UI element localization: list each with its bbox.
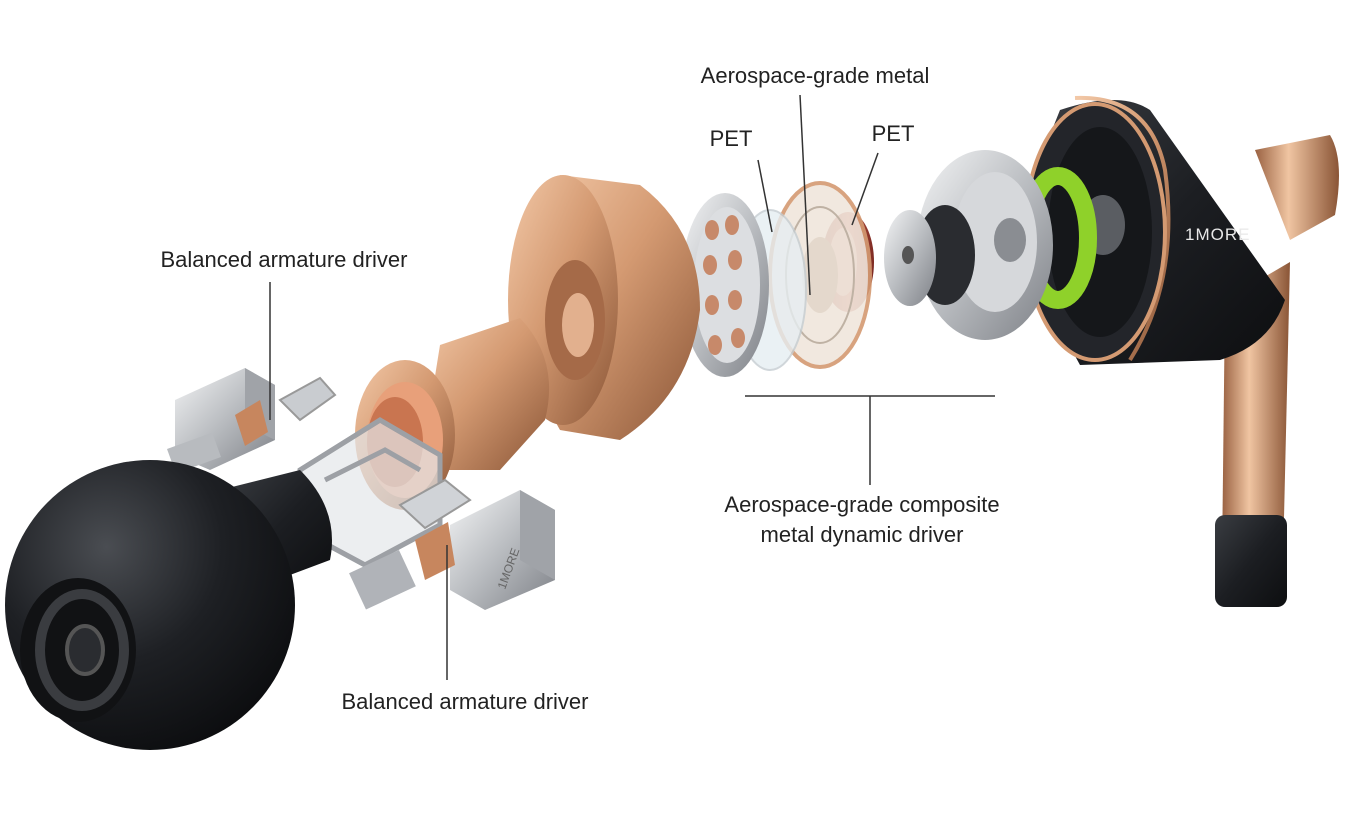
label-aerospace-metal: Aerospace-grade metal: [700, 63, 930, 88]
housing: 1MORE: [1023, 95, 1285, 365]
washer: [884, 210, 936, 306]
label-dynamic-line2: metal dynamic driver: [760, 522, 964, 547]
ear-tip: [5, 460, 332, 750]
label-dynamic-driver: Aerospace-grade composite metal dynamic …: [724, 490, 999, 550]
label-dynamic-line1: Aerospace-grade composite: [724, 492, 1000, 517]
label-pet-left: PET: [709, 126, 753, 151]
label-ba-driver-top: Balanced armature driver: [160, 247, 408, 272]
stem: [1215, 135, 1339, 607]
leader-lines: [269, 94, 995, 680]
ba-driver-top: [167, 368, 337, 474]
leader-pet-left: [757, 159, 773, 233]
leader-pet-right: [851, 152, 879, 226]
ba-driver-bottom: 1MORE: [349, 478, 555, 610]
front-plate: [681, 193, 769, 377]
label-ba-driver-bottom: Balanced armature driver: [341, 689, 589, 714]
label-pet-right: PET: [871, 121, 915, 146]
housing-logo: 1MORE: [1185, 225, 1250, 244]
leader-aero-metal: [799, 94, 811, 296]
